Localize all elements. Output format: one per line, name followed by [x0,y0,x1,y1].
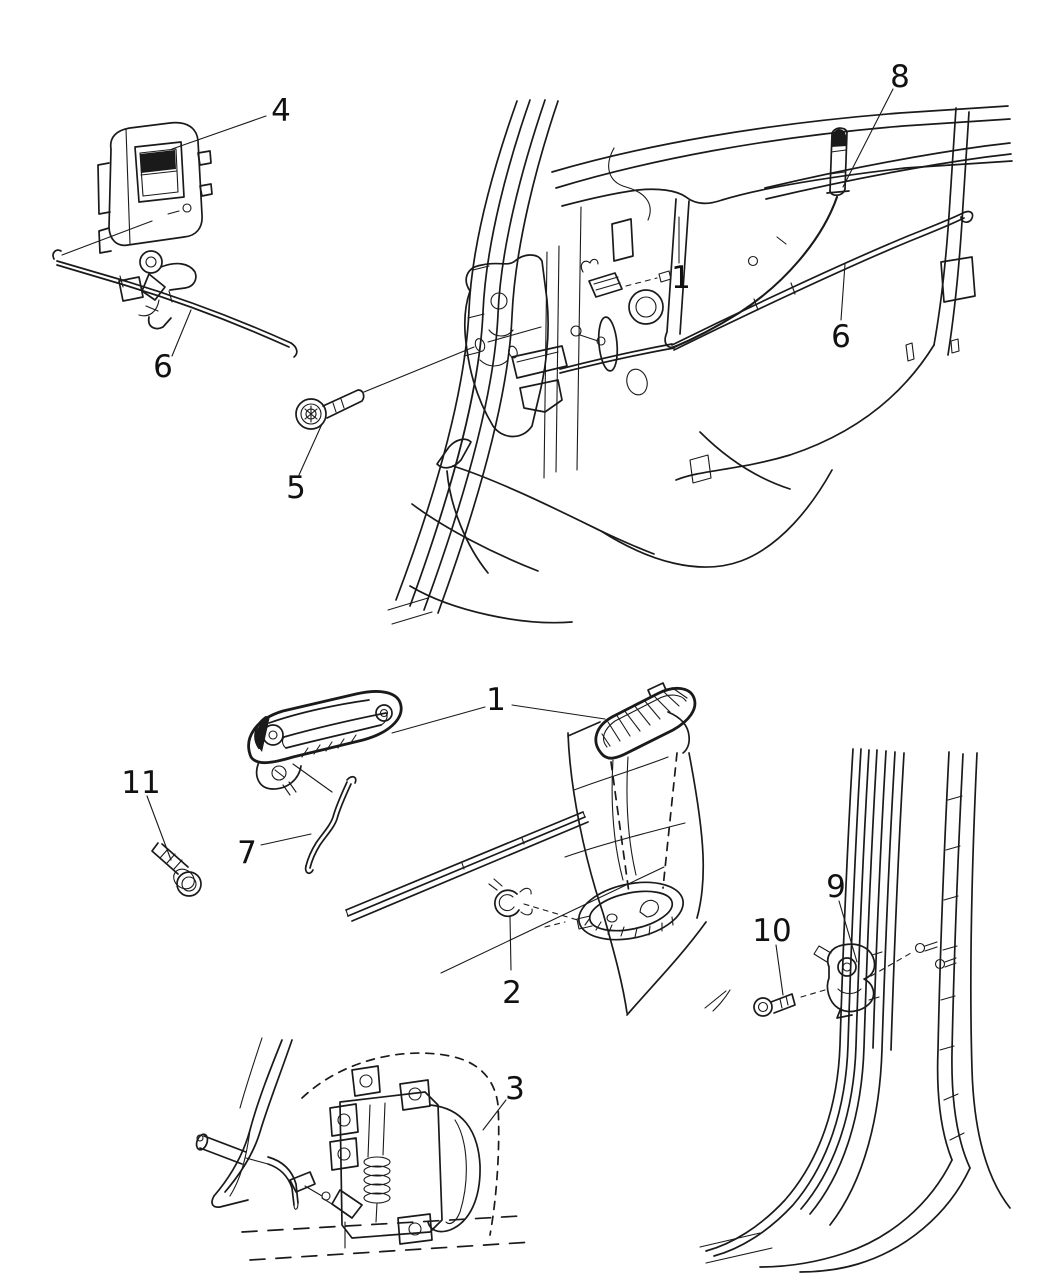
rear-door-section-drawing [440,711,731,1016]
lower-link-rod-drawing [195,1133,299,1210]
rear-link-rod-drawing [671,210,974,351]
callout-3-label: 3 [505,1071,525,1107]
callout-4-label: 4 [271,93,291,129]
rear-pillar-drawing [699,748,1011,1273]
lock-knob-cable-drawing [670,127,850,350]
callout-9-label: 9 [826,869,846,905]
door-check-drawing [813,943,876,1019]
handle-recess-drawing [576,881,684,941]
callout-6b-label: 6 [831,319,851,355]
latch-actuator-drawing [97,121,213,330]
front-exterior-handle-drawing [247,690,403,796]
callout-6a-label: 6 [153,349,173,385]
rear-exterior-handle-drawing [594,682,697,760]
upper-latch-cluster-drawing [464,206,675,479]
callout-1b-label: 1 [486,682,506,718]
lower-door-corner-drawing [211,1037,533,1261]
belt-molding-strip-drawing [345,811,589,922]
callout-11-label: 11 [121,765,160,801]
callout-5-label: 5 [286,470,306,506]
lower-latch-assembly-drawing [289,1065,481,1249]
screw-5-drawing [295,326,542,430]
screw-11-drawing [151,842,202,897]
bolt-10-drawing [753,989,826,1017]
callout-leader-lines [146,88,894,1131]
callout-7-label: 7 [237,835,257,871]
callout-10-label: 10 [752,913,791,949]
seat-drawing [409,431,833,624]
callout-1a-label: 1 [671,260,691,296]
upper-door-cutaway-drawing [387,99,1013,625]
handle-link-rod-drawing [304,775,357,875]
callout-2-label: 2 [502,975,522,1011]
callout-labels: 4 6 5 1 8 6 1 7 11 2 3 9 10 [121,59,910,1107]
retainer-clip-drawing [488,878,582,922]
front-link-rod-drawing [52,220,298,358]
callout-8-label: 8 [890,59,910,95]
